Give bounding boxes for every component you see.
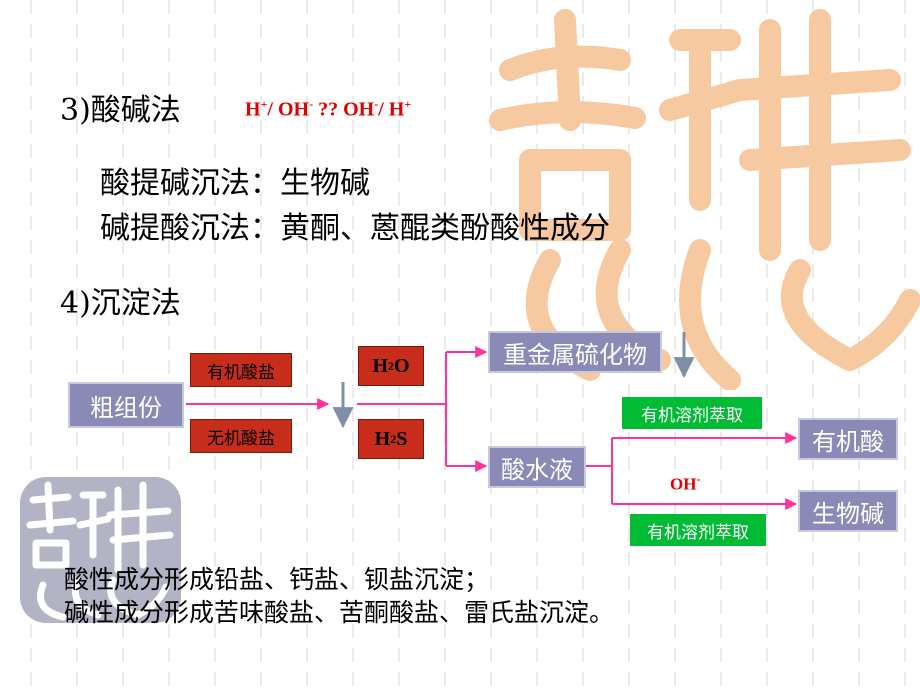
base-extract-line: 碱提酸沉法：黄酮、蒽醌类酚酸性成分 <box>100 211 610 246</box>
acid-solution-node: 酸水液 <box>488 446 586 488</box>
footer-line-acidic: 酸性成分形成铅盐、钙盐、钡盐沉淀； <box>64 565 490 594</box>
formula-part-b: / OH <box>267 98 310 121</box>
formula-sup-c: - <box>374 97 379 111</box>
formula-part-d: / H <box>378 98 405 121</box>
oh-text: OH <box>670 474 697 494</box>
organic-acid-salt-node: 有机酸盐 <box>190 353 292 387</box>
formula-sup-d: + <box>404 97 412 111</box>
solvent-extract-top-label: 有机溶剂萃取 <box>622 397 762 429</box>
acid-base-formula: H+/ OH- ?? OH-/ H+ <box>245 97 411 122</box>
solvent-extract-bottom-label: 有机溶剂萃取 <box>630 514 766 546</box>
h2o-subscript: 2 <box>388 358 394 373</box>
inorganic-acid-salt-node: 无机酸盐 <box>190 419 292 453</box>
watermark-seal-orange <box>489 9 920 390</box>
oh-label: OH- <box>670 472 700 495</box>
h2s-h: H <box>374 427 391 450</box>
footer-line-basic: 碱性成分形成苦味酸盐、苦酮酸盐、雷氏盐沉淀。 <box>64 598 615 627</box>
organic-acid-node: 有机酸 <box>798 418 898 460</box>
h2o-o: O <box>394 354 410 377</box>
section4-title: 4)沉淀法 <box>60 286 181 321</box>
formula-sup-b: - <box>309 97 314 111</box>
h2o-h: H <box>372 354 388 377</box>
formula-part-c: ?? OH <box>313 98 375 121</box>
h2s-subscript: 2 <box>390 431 397 446</box>
h2s-s: S <box>396 427 408 450</box>
heavy-metal-sulfide-node: 重金属硫化物 <box>488 331 662 373</box>
formula-sup-a: + <box>260 97 268 111</box>
alkaloid-node: 生物碱 <box>798 490 898 532</box>
formula-part-a: H <box>245 98 261 121</box>
watermark-seal-gray <box>20 477 181 623</box>
section3-title: 3)酸碱法 <box>60 93 181 128</box>
acid-extract-line: 酸提碱沉法：生物碱 <box>100 166 370 201</box>
oh-sup: - <box>696 472 701 486</box>
crude-fraction-node: 粗组份 <box>68 382 184 428</box>
